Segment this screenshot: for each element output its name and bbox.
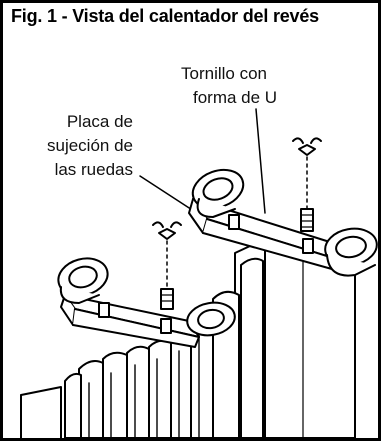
heater-illustration <box>20 108 378 438</box>
rear-u-bolt <box>292 137 322 232</box>
front-u-bolt <box>152 221 182 310</box>
label-wheel-plate-line-3: las ruedas <box>54 160 133 179</box>
leader-line-u-bolt <box>255 108 266 214</box>
rear-wheels <box>191 168 378 277</box>
front-wheel-plate <box>60 294 200 348</box>
label-wheel-plate-line-1: Placa de <box>66 112 133 131</box>
front-wheels <box>57 257 236 337</box>
figure-title: Fig. 1 - Vista del calentador del revés <box>11 6 319 26</box>
label-wheel-plate-line-2: sujeción de <box>46 136 133 155</box>
label-u-bolt-line-1: Tornillo con <box>181 64 267 83</box>
label-u-bolt-line-2: forma de U <box>193 88 278 107</box>
